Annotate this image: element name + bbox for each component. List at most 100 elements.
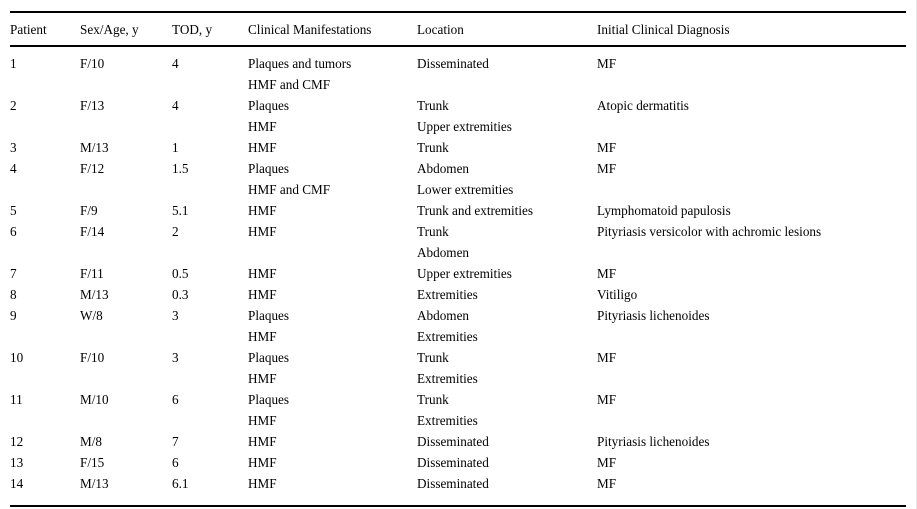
cell-location: Disseminated	[417, 431, 597, 452]
cell-clinical-manifestations: HMF	[248, 263, 417, 284]
cell-location: Upper extremities	[417, 263, 597, 284]
cell-sex-age-value: M/13	[80, 476, 109, 491]
cell-sex-age: F/15	[80, 452, 172, 473]
cell-tod: 3	[172, 347, 248, 389]
cell-initial-clinical-diagnosis-line: MF	[597, 455, 617, 470]
cell-initial-clinical-diagnosis: Vitiligo	[597, 284, 906, 305]
table-header-row: Patient Sex/Age, y TOD, y Clinical Manif…	[10, 12, 906, 46]
cell-tod: 6	[172, 389, 248, 431]
cell-clinical-manifestations-line: HMF	[248, 434, 277, 449]
cell-sex-age-value: F/11	[80, 266, 104, 281]
column-header-location: Location	[417, 22, 464, 37]
cell-tod-value: 3	[172, 308, 179, 323]
cell-sex-age: F/9	[80, 200, 172, 221]
cell-initial-clinical-diagnosis-line: Lymphomatoid papulosis	[597, 203, 731, 218]
cell-sex-age: M/13	[80, 284, 172, 305]
cell-clinical-manifestations-line: HMF	[248, 203, 277, 218]
cell-location-line: Trunk	[417, 350, 449, 365]
table-header: Patient Sex/Age, y TOD, y Clinical Manif…	[10, 12, 906, 46]
cell-clinical-manifestations-line: Plaques	[248, 308, 290, 323]
cell-patient: 11	[10, 389, 80, 431]
cell-location-line: Disseminated	[417, 476, 489, 491]
cell-sex-age: M/13	[80, 137, 172, 158]
cell-initial-clinical-diagnosis-line: Atopic dermatitis	[597, 98, 689, 113]
cell-patient: 2	[10, 95, 80, 137]
cell-initial-clinical-diagnosis-line: Pityriasis lichenoides	[597, 434, 710, 449]
column-header-tod: TOD, y	[172, 22, 213, 37]
cell-location-line: Abdomen	[417, 245, 470, 260]
cell-tod-value: 0.5	[172, 266, 189, 281]
cell-clinical-manifestations-line: Plaques	[248, 392, 290, 407]
cell-patient-value: 2	[10, 98, 17, 113]
cell-location: Disseminated	[417, 473, 597, 506]
cell-initial-clinical-diagnosis: Pityriasis lichenoides	[597, 305, 906, 347]
cell-initial-clinical-diagnosis-line: Pityriasis lichenoides	[597, 308, 710, 323]
cell-patient-value: 5	[10, 203, 17, 218]
cell-initial-clinical-diagnosis: MF	[597, 158, 906, 200]
cell-location-line: Abdomen	[417, 308, 470, 323]
cell-tod: 3	[172, 305, 248, 347]
cell-location-line: Trunk	[417, 224, 449, 239]
cell-sex-age: M/10	[80, 389, 172, 431]
cell-location-line: Extremities	[417, 413, 478, 428]
cell-clinical-manifestations-line: HMF	[248, 287, 277, 302]
cell-location-line: Abdomen	[417, 161, 470, 176]
cell-tod: 6	[172, 452, 248, 473]
cell-patient: 7	[10, 263, 80, 284]
cell-clinical-manifestations-line: HMF	[248, 266, 277, 281]
cell-sex-age-value: M/13	[80, 287, 109, 302]
cell-tod: 6.1	[172, 473, 248, 506]
cell-location-line: Disseminated	[417, 56, 489, 71]
cell-sex-age: F/11	[80, 263, 172, 284]
cell-patient: 10	[10, 347, 80, 389]
cell-initial-clinical-diagnosis-line: MF	[597, 56, 617, 71]
cell-clinical-manifestations-line: HMF	[248, 119, 277, 134]
cell-initial-clinical-diagnosis: Lymphomatoid papulosis	[597, 200, 906, 221]
cell-location-line: Trunk and extremities	[417, 203, 533, 218]
cell-sex-age-value: M/10	[80, 392, 109, 407]
cell-patient-value: 10	[10, 350, 24, 365]
cell-sex-age-value: F/15	[80, 455, 105, 470]
cell-tod: 1.5	[172, 158, 248, 200]
cell-initial-clinical-diagnosis-line: MF	[597, 266, 617, 281]
cell-patient: 8	[10, 284, 80, 305]
cell-sex-age: W/8	[80, 305, 172, 347]
column-header-sex-age: Sex/Age, y	[80, 22, 139, 37]
cell-initial-clinical-diagnosis: Atopic dermatitis	[597, 95, 906, 137]
cell-patient-value: 3	[10, 140, 17, 155]
cell-initial-clinical-diagnosis: MF	[597, 452, 906, 473]
column-header-clinical-manifestations: Clinical Manifestations	[248, 22, 372, 37]
cell-initial-clinical-diagnosis: MF	[597, 137, 906, 158]
cell-tod: 2	[172, 221, 248, 263]
column-header-initial-clinical-diagnosis: Initial Clinical Diagnosis	[597, 22, 730, 37]
cell-clinical-manifestations: HMF	[248, 284, 417, 305]
cell-tod: 5.1	[172, 200, 248, 221]
cell-clinical-manifestations-line: HMF and CMF	[248, 182, 331, 197]
cell-sex-age: F/12	[80, 158, 172, 200]
cell-sex-age: M/8	[80, 431, 172, 452]
cell-initial-clinical-diagnosis: MF	[597, 473, 906, 506]
cell-location-line: Trunk	[417, 98, 449, 113]
cell-initial-clinical-diagnosis-line: Pityriasis versicolor with achromic lesi…	[597, 224, 822, 239]
cell-clinical-manifestations-line: HMF	[248, 413, 277, 428]
cell-tod: 0.5	[172, 263, 248, 284]
cell-patient: 4	[10, 158, 80, 200]
cell-initial-clinical-diagnosis: MF	[597, 347, 906, 389]
cell-location: Trunk and extremities	[417, 200, 597, 221]
cell-initial-clinical-diagnosis: MF	[597, 46, 906, 95]
cell-tod: 4	[172, 46, 248, 95]
